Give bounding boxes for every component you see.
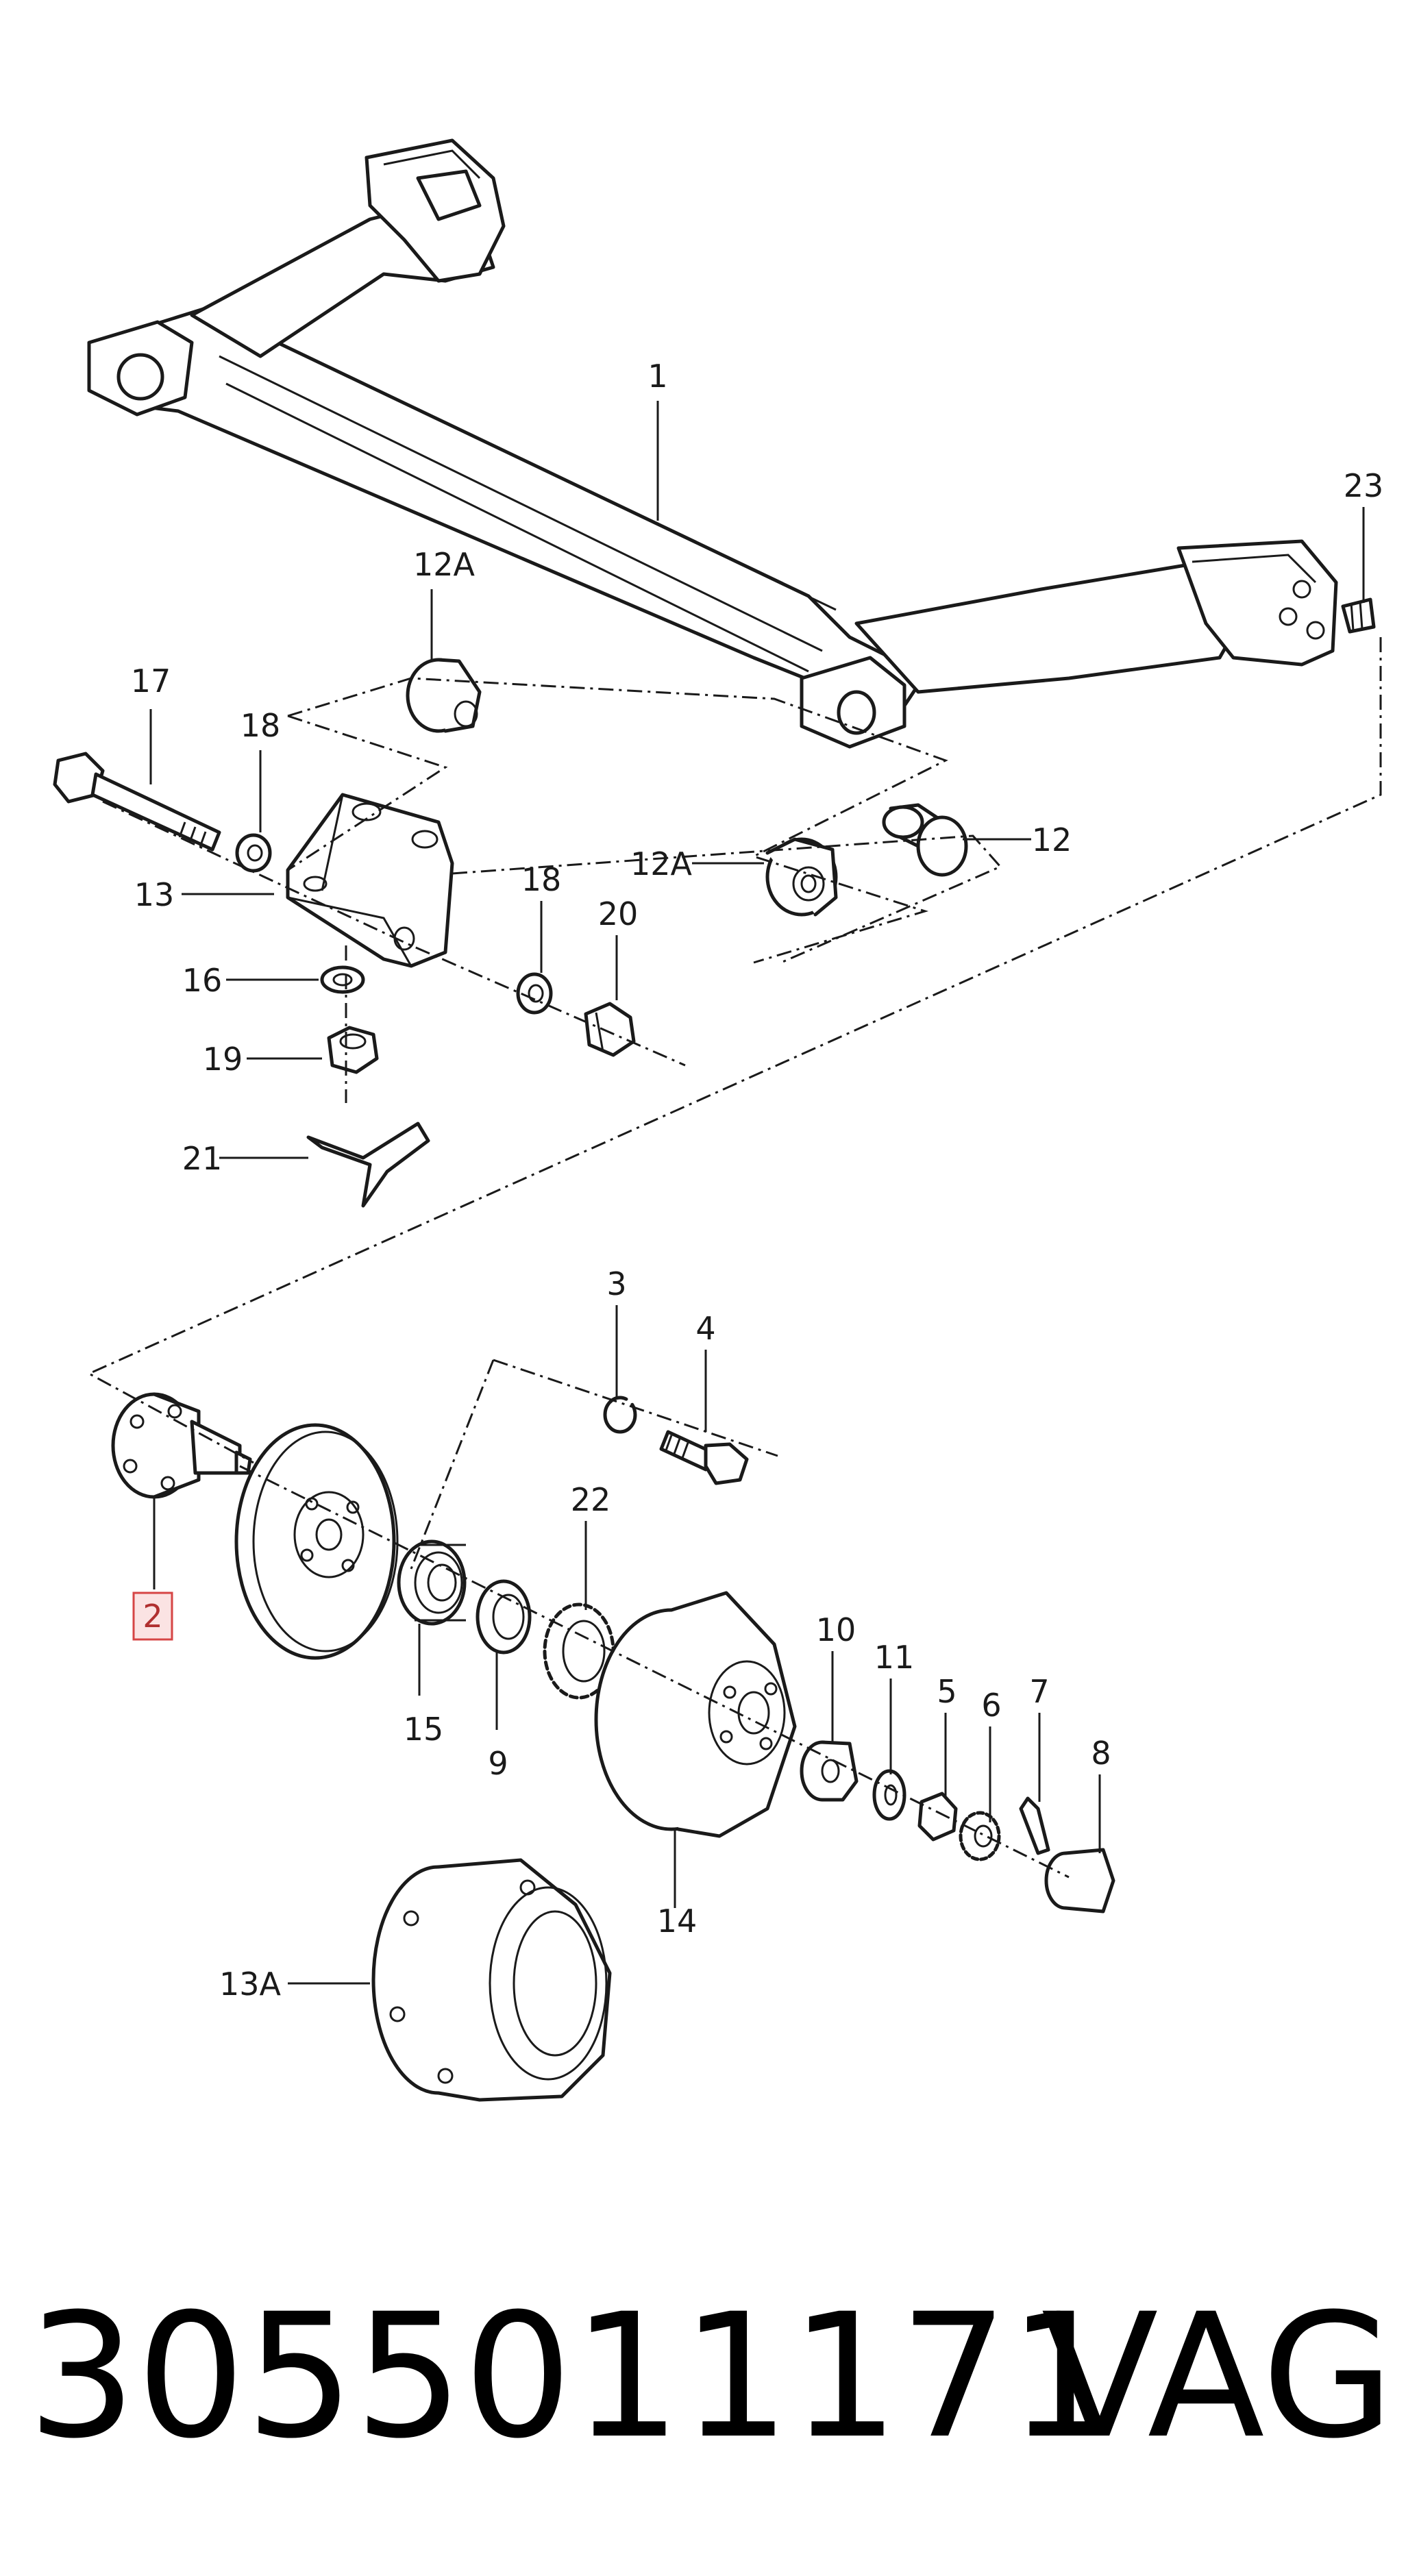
cotter-pin-7[interactable] (1019, 1796, 1050, 1855)
grease-cap-8[interactable] (1044, 1848, 1115, 1914)
nut-5[interactable] (917, 1792, 958, 1842)
callout-12a-mid: 12A (630, 845, 693, 882)
footer: 3055011171 VAG (27, 2277, 1394, 2476)
callout-20: 20 (598, 895, 639, 932)
bush-12a-mid[interactable] (765, 837, 838, 917)
assembly-lines (86, 637, 1382, 1879)
callout-12: 12 (1032, 821, 1072, 858)
bolt-17[interactable] (53, 752, 221, 852)
brake-drum[interactable] (594, 1591, 797, 1838)
nut-20[interactable] (584, 1002, 636, 1057)
callout-19: 19 (203, 1041, 243, 1078)
callout-6: 6 (981, 1687, 1001, 1724)
callout-18-left: 18 (240, 707, 281, 744)
callout-21: 21 (182, 1140, 223, 1177)
callout-18-right: 18 (521, 861, 562, 898)
axle-beam[interactable] (87, 138, 1338, 749)
callout-17: 17 (131, 662, 171, 699)
callout-2[interactable]: 2 (143, 1598, 162, 1635)
callout-10: 10 (816, 1611, 856, 1648)
bolt-4[interactable] (659, 1430, 749, 1485)
callout-labels: 1 23 12A 17 18 13 12A 12 18 20 16 19 21 … (131, 358, 1384, 2003)
mounting-bracket[interactable] (286, 793, 454, 968)
bearing-10[interactable] (800, 1740, 859, 1802)
callout-13a: 13A (219, 1966, 282, 2003)
washer-11[interactable] (872, 1769, 906, 1821)
part-number: 3055011171 (27, 2277, 1118, 2476)
callout-11: 11 (874, 1639, 915, 1676)
callout-14: 14 (657, 1903, 698, 1940)
washer-18-left[interactable] (235, 833, 272, 873)
callout-1: 1 (647, 358, 667, 395)
bearing-9[interactable] (476, 1579, 532, 1655)
leader-lines (149, 401, 1365, 1985)
stub-axle[interactable] (111, 1392, 252, 1499)
callout-7: 7 (1029, 1673, 1049, 1710)
washer-18-right[interactable] (516, 972, 553, 1015)
callout-13: 13 (134, 876, 175, 913)
backing-plate[interactable] (234, 1423, 399, 1660)
callout-4: 4 (695, 1310, 715, 1347)
callout-12a-top: 12A (413, 546, 476, 583)
bush-12a-top[interactable] (406, 658, 482, 733)
wheel-hub-13a[interactable] (371, 1858, 612, 2102)
callout-16: 16 (182, 962, 223, 999)
nut-19[interactable] (327, 1026, 379, 1074)
bearing-15[interactable] (397, 1539, 467, 1626)
bush-12[interactable] (882, 803, 968, 877)
callout-3: 3 (606, 1265, 626, 1302)
callout-23: 23 (1344, 467, 1384, 504)
clip-21[interactable] (306, 1122, 430, 1208)
callout-9: 9 (488, 1745, 508, 1782)
bolt-23[interactable] (1341, 597, 1376, 634)
highlight-box-part-2 (132, 1592, 173, 1641)
washer-16[interactable] (320, 965, 365, 994)
circlip-3[interactable] (603, 1396, 637, 1434)
callout-15: 15 (404, 1711, 444, 1748)
callout-8: 8 (1091, 1735, 1111, 1772)
callout-22: 22 (571, 1481, 611, 1518)
callout-5: 5 (937, 1673, 957, 1710)
lock-cap-6[interactable] (959, 1811, 1001, 1861)
brand-label: VAG (1041, 2277, 1394, 2476)
